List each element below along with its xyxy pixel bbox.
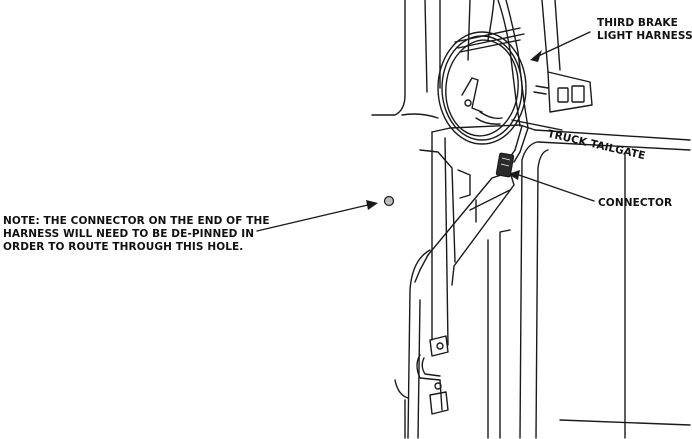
tailgate-latch (534, 72, 592, 112)
arrowhead-note (366, 200, 378, 210)
connector-label: CONNECTOR (598, 197, 673, 209)
harness-coil (438, 0, 528, 152)
third-brake-light-harness-label: THIRD BRAKE LIGHT HARNESS (597, 17, 692, 42)
harness-clip-bracket (462, 78, 482, 112)
arrowhead-third-brake (530, 50, 542, 62)
arrowhead-connector (508, 170, 520, 180)
leader-lines (257, 32, 594, 231)
leader-tailgate (512, 120, 562, 130)
lower-hinge-bracket (395, 336, 448, 438)
connector-plug (496, 153, 514, 177)
tailgate-panel (488, 130, 690, 438)
routing-note: NOTE: THE CONNECTOR ON THE END OF THE HA… (3, 215, 270, 253)
leader-third-brake (534, 32, 590, 58)
routing-hole (385, 197, 394, 206)
cab-corner-outline (372, 0, 560, 118)
bed-side-wall (408, 125, 535, 438)
leader-connector (516, 174, 594, 201)
hinge-bracket (415, 172, 514, 285)
leader-note (257, 204, 372, 231)
